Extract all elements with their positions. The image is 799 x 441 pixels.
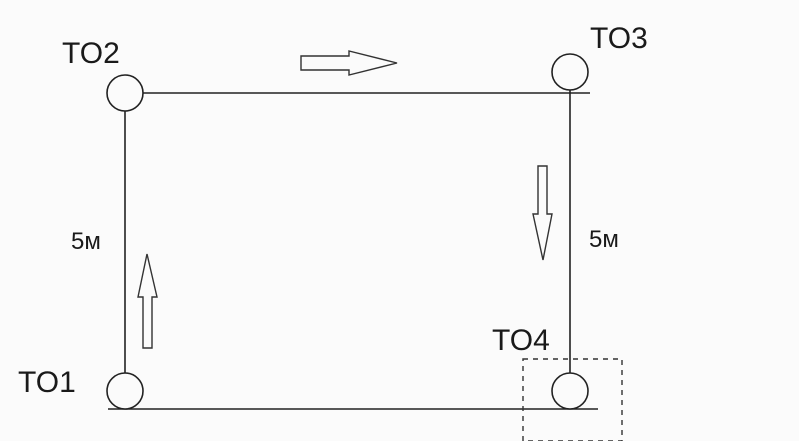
point-to3-circle xyxy=(551,53,589,91)
point-to2-circle xyxy=(106,74,144,112)
label-to3: TO3 xyxy=(590,22,648,55)
arrow-right-icon xyxy=(300,50,398,76)
dimension-right: 5м xyxy=(589,226,619,253)
to4-highlight-box xyxy=(522,358,623,441)
dimension-left: 5м xyxy=(71,228,101,255)
arrow-down-icon xyxy=(532,165,553,261)
point-to4-circle xyxy=(551,372,589,410)
label-to2: TO2 xyxy=(62,37,120,70)
label-to4: TO4 xyxy=(492,324,550,357)
label-to1: TO1 xyxy=(18,366,76,399)
point-to1-circle xyxy=(106,372,144,410)
arrow-up-icon xyxy=(137,253,158,349)
